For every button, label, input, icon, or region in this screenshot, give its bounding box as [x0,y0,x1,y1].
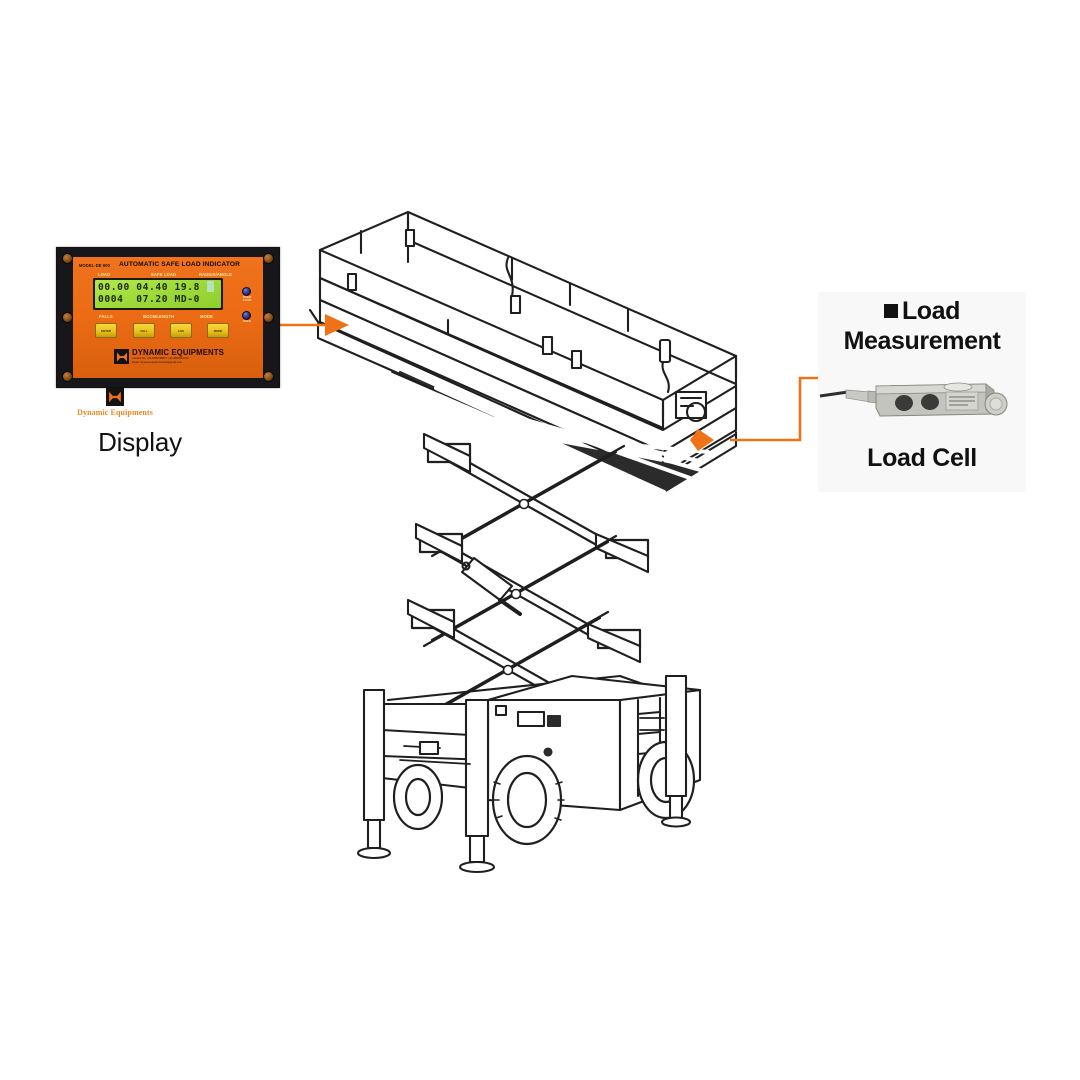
mode-button-label: MODE [213,328,223,333]
loadcell-connector-arrow [690,429,714,451]
lcd-screen: 00.00 04.40 19.8 0004 07.20 MD-0 [95,280,221,308]
load-cell-caption: Load Cell [867,444,977,472]
screw-icon [263,253,274,264]
legend-safe-load: SAFE LOAD [151,271,177,277]
panel-model-label: MODEL-DE 600 [79,263,110,268]
brand-email: Email: dynamicequipments01@gmail.com [132,360,183,364]
load-measurement-title: Load Measurement [818,296,1026,356]
screw-icon [62,371,73,382]
screw-icon [263,371,274,382]
legend-load: LOAD [98,271,111,277]
lcd-cursor [207,281,214,292]
display-caption: Display [98,427,182,457]
dynamic-equipments-logo-icon [114,349,129,364]
over-load-led-icon [242,287,251,296]
brand-contact: Contact No: +91-8380798877 +91-982201234… [132,357,189,361]
mode-button[interactable]: MODE [207,323,229,338]
enter-button-label: ENTER [101,328,111,333]
display-connector-arrow [325,314,349,336]
panel-title: AUTOMATIC SAFE LOAD INDICATOR [119,261,241,268]
logo-caption: Dynamic Equipments [77,408,153,417]
load-cell-photo [819,382,1008,417]
legend-falls: FALLS [99,314,113,319]
legend-radius-angle: RADIUS/ANGLE [199,271,233,277]
display-panel[interactable]: MODEL-DE 600 AUTOMATIC SAFE LOAD INDICAT… [56,247,280,388]
panel-brand: DYNAMIC EQUIPMENTS Contact No: +91-83807… [114,349,224,364]
legend-mode: MODE [200,314,213,319]
brand-name: DYNAMIC EQUIPMENTS [132,348,224,358]
safe-led-icon [242,311,251,320]
lcd-frame: 00.00 04.40 19.8 0004 07.20 MD-0 [93,278,223,310]
load-measurement-text: Load Measurement [843,297,1001,355]
panel-face: MODEL-DE 600 AUTOMATIC SAFE LOAD INDICAT… [73,257,263,378]
boomlength-button-label: LOG [177,328,185,333]
screw-icon [62,253,73,264]
legend-boomlength: BOOMLENGTH [143,314,175,319]
safe-indicator-label: SAFE [242,319,251,323]
load-cell-card: Load Measurement Load C [818,292,1026,492]
falls-button[interactable]: FALL [133,323,155,338]
company-logo-block: Dynamic Equipments [57,388,173,417]
lcd-line-1: 00.00 04.40 19.8 [98,282,201,293]
dynamic-equipments-logo-icon [106,388,124,406]
screw-icon [62,312,73,323]
falls-button-label: FALL [140,328,148,333]
bullet-square-icon [883,304,898,318]
enter-button[interactable]: ENTER [95,323,117,338]
screw-icon [263,312,274,323]
boomlength-button[interactable]: LOG [170,323,192,338]
lcd-line-2: 0004 07.20 MD-0 [98,294,201,305]
